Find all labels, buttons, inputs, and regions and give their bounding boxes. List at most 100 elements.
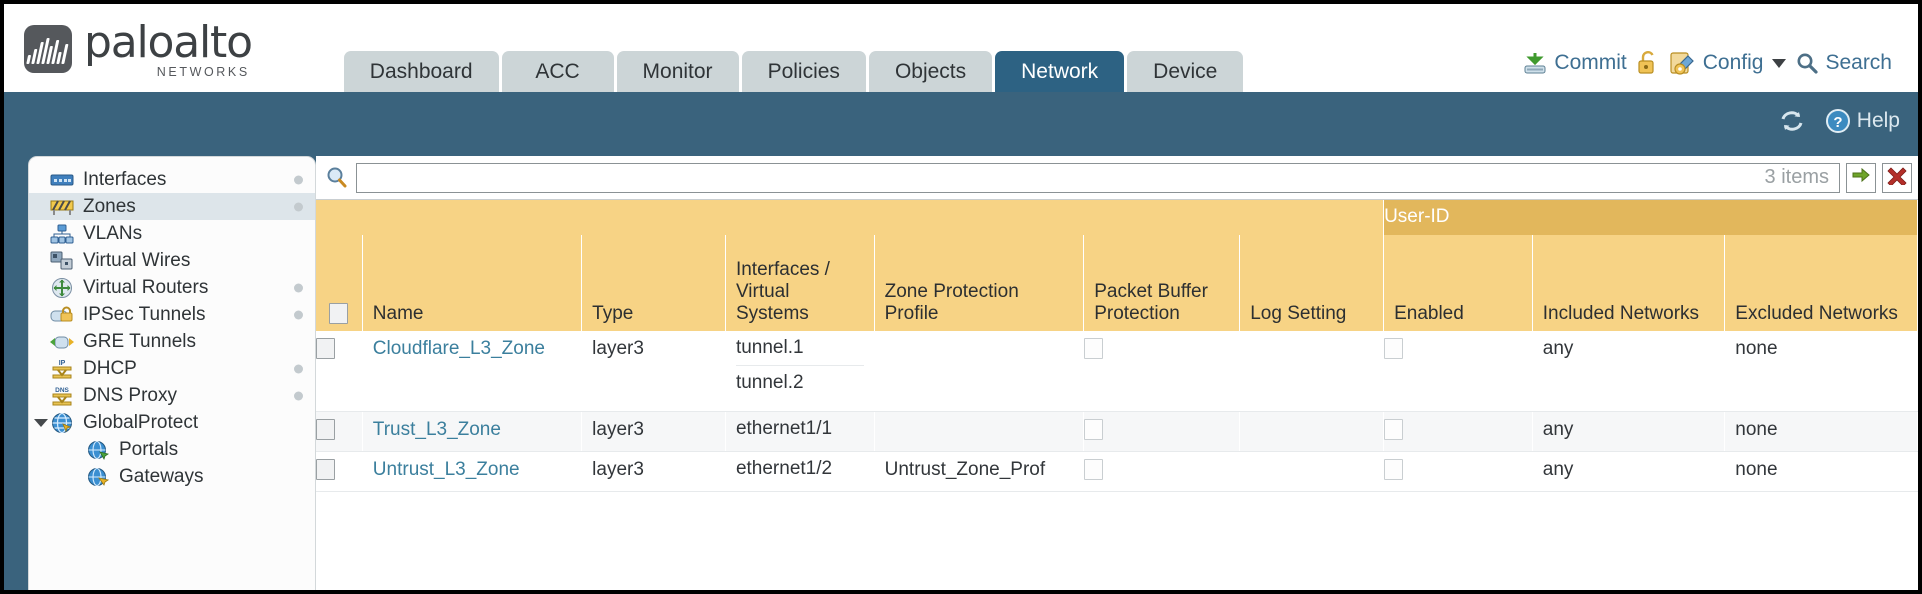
main-tab-bar: Dashboard ACC Monitor Policies Objects N… bbox=[343, 51, 1244, 92]
tab-network[interactable]: Network bbox=[995, 51, 1125, 92]
row-checkbox[interactable] bbox=[316, 458, 335, 480]
clear-filter-button[interactable] bbox=[1882, 162, 1912, 193]
tab-device[interactable]: Device bbox=[1127, 51, 1244, 92]
sidebar-item-interfaces[interactable]: Interfaces bbox=[29, 166, 315, 193]
gateways-icon bbox=[85, 467, 111, 487]
column-header-excluded-networks[interactable]: Excluded Networks bbox=[1724, 235, 1918, 331]
brand-logo[interactable]: paloalto NETWORKS bbox=[24, 20, 253, 79]
config-wrench-icon bbox=[1669, 50, 1697, 76]
sidebar-item-zones[interactable]: Zones bbox=[29, 193, 315, 220]
sidebar-item-label: Gateways bbox=[119, 465, 204, 487]
cell-interfaces: tunnel.1 tunnel.2 bbox=[725, 331, 875, 412]
column-header-interfaces[interactable]: Interfaces / Virtual Systems bbox=[725, 235, 875, 331]
packet-buffer-protection-checkbox[interactable] bbox=[1084, 458, 1104, 480]
sidebar-item-dhcp[interactable]: IP DHCP bbox=[29, 355, 315, 382]
tab-objects[interactable]: Objects bbox=[868, 51, 993, 92]
row-select-cell bbox=[316, 331, 363, 412]
cell-zone-name: Untrust_L3_Zone bbox=[362, 451, 583, 492]
sidebar-item-dns-proxy[interactable]: DNS DNS Proxy bbox=[29, 382, 315, 409]
tab-dashboard[interactable]: Dashboard bbox=[343, 51, 499, 92]
item-count-label: 3 items bbox=[1764, 166, 1829, 188]
sidebar-item-label: VLANs bbox=[83, 222, 143, 244]
sidebar-item-gre-tunnels[interactable]: GRE Tunnels bbox=[29, 328, 315, 355]
magnifier-icon bbox=[1795, 51, 1819, 75]
cell-included-networks: any bbox=[1532, 451, 1726, 492]
paloalto-logo-icon bbox=[24, 25, 72, 74]
userid-enabled-checkbox[interactable] bbox=[1384, 458, 1404, 480]
cell-zone-type: layer3 bbox=[581, 411, 726, 452]
apply-filter-button[interactable] bbox=[1846, 162, 1876, 193]
cell-interfaces: ethernet1/1 bbox=[725, 411, 875, 452]
dns-proxy-icon: DNS bbox=[49, 386, 75, 406]
sidebar-item-vlans[interactable]: VLANs bbox=[29, 220, 315, 247]
commit-save-icon bbox=[1522, 50, 1548, 76]
packet-buffer-protection-checkbox[interactable] bbox=[1084, 338, 1104, 360]
ipsec-tunnels-icon bbox=[49, 305, 75, 325]
filter-input[interactable]: 3 items bbox=[356, 162, 1840, 193]
sidebar-status-dot bbox=[294, 364, 303, 373]
sidebar-item-ipsec-tunnels[interactable]: IPSec Tunnels bbox=[29, 301, 315, 328]
cell-zone-name: Cloudflare_L3_Zone bbox=[362, 331, 583, 412]
cell-included-networks: any bbox=[1532, 411, 1726, 452]
sidebar-item-gateways[interactable]: Gateways bbox=[29, 463, 315, 490]
commit-button[interactable]: Commit bbox=[1522, 50, 1627, 76]
select-all-checkbox[interactable] bbox=[329, 303, 349, 325]
twisty-expanded-icon[interactable] bbox=[34, 418, 48, 427]
top-header-bar: paloalto NETWORKS Dashboard ACC Monitor … bbox=[4, 4, 1918, 92]
row-checkbox[interactable] bbox=[316, 418, 335, 440]
table-row[interactable]: Trust_L3_Zone layer3 ethernet1/1 bbox=[316, 411, 1918, 452]
userid-enabled-checkbox[interactable] bbox=[1384, 418, 1404, 440]
cell-zone-protection-profile bbox=[874, 331, 1085, 412]
sidebar-item-label: Virtual Wires bbox=[83, 249, 191, 271]
packet-buffer-protection-checkbox[interactable] bbox=[1084, 418, 1104, 440]
column-header-zone-protection-profile[interactable]: Zone Protection Profile bbox=[874, 235, 1085, 331]
refresh-icon[interactable] bbox=[1777, 108, 1807, 134]
sidebar-item-portals[interactable]: Portals bbox=[29, 436, 315, 463]
column-header-packet-buffer-protection[interactable]: Packet Buffer Protection bbox=[1083, 235, 1241, 331]
column-header-log-setting[interactable]: Log Setting bbox=[1239, 235, 1385, 331]
sidebar-item-label: IPSec Tunnels bbox=[83, 303, 206, 325]
column-header-type[interactable]: Type bbox=[581, 235, 726, 331]
sidebar-item-virtual-wires[interactable]: Virtual Wires bbox=[29, 247, 315, 274]
table-body: Cloudflare_L3_Zone layer3 tunnel.1 tunne… bbox=[316, 331, 1918, 492]
sidebar-item-globalprotect[interactable]: GlobalProtect bbox=[29, 409, 315, 436]
magnifier-search-icon[interactable] bbox=[324, 165, 350, 191]
cell-included-networks: any bbox=[1532, 331, 1726, 412]
zone-name-link[interactable]: Untrust_L3_Zone bbox=[372, 458, 520, 480]
userid-enabled-checkbox[interactable] bbox=[1384, 338, 1404, 360]
cell-userid-enabled bbox=[1383, 451, 1533, 492]
table-row[interactable]: Untrust_L3_Zone layer3 ethernet1/2 Untru… bbox=[316, 451, 1918, 492]
help-button[interactable]: ? Help bbox=[1825, 108, 1900, 134]
sidebar-item-virtual-routers[interactable]: Virtual Routers bbox=[29, 274, 315, 301]
column-header-userid-enabled[interactable]: Enabled bbox=[1383, 235, 1533, 331]
tab-policies[interactable]: Policies bbox=[741, 51, 866, 92]
config-menu-button[interactable]: Config bbox=[1669, 50, 1787, 76]
zone-name-link[interactable]: Trust_L3_Zone bbox=[372, 418, 501, 440]
sidebar-item-label: DNS Proxy bbox=[83, 384, 177, 406]
interface-item: ethernet1/1 bbox=[735, 417, 833, 439]
cell-userid-enabled bbox=[1383, 331, 1533, 412]
search-button[interactable]: Search bbox=[1795, 51, 1892, 75]
sidebar-item-label: Portals bbox=[119, 438, 179, 460]
tab-acc[interactable]: ACC bbox=[501, 51, 614, 92]
table-head: User-ID Name Type Interfaces / Virtual S… bbox=[316, 200, 1918, 331]
table-row[interactable]: Cloudflare_L3_Zone layer3 tunnel.1 tunne… bbox=[316, 331, 1918, 412]
top-right-toolbar: Commit Config bbox=[1522, 50, 1892, 76]
column-header-name[interactable]: Name bbox=[362, 235, 583, 331]
cell-packet-buffer-protection bbox=[1083, 411, 1241, 452]
interface-item: tunnel.2 bbox=[735, 372, 804, 393]
cell-zone-protection-profile bbox=[874, 411, 1085, 452]
zone-name-link[interactable]: Cloudflare_L3_Zone bbox=[372, 338, 545, 359]
svg-text:?: ? bbox=[1833, 114, 1842, 131]
virtual-wires-icon bbox=[49, 251, 75, 271]
cell-zone-protection-profile: Untrust_Zone_Prof bbox=[874, 451, 1085, 492]
column-header-included-networks[interactable]: Included Networks bbox=[1532, 235, 1726, 331]
row-select-cell bbox=[316, 411, 363, 452]
search-label: Search bbox=[1825, 51, 1892, 74]
table-group-header-row: User-ID bbox=[316, 200, 1918, 235]
row-checkbox[interactable] bbox=[316, 338, 335, 360]
sidebar-status-dot bbox=[294, 310, 303, 319]
tab-monitor[interactable]: Monitor bbox=[616, 51, 739, 92]
unlocked-padlock-icon[interactable] bbox=[1636, 50, 1660, 76]
